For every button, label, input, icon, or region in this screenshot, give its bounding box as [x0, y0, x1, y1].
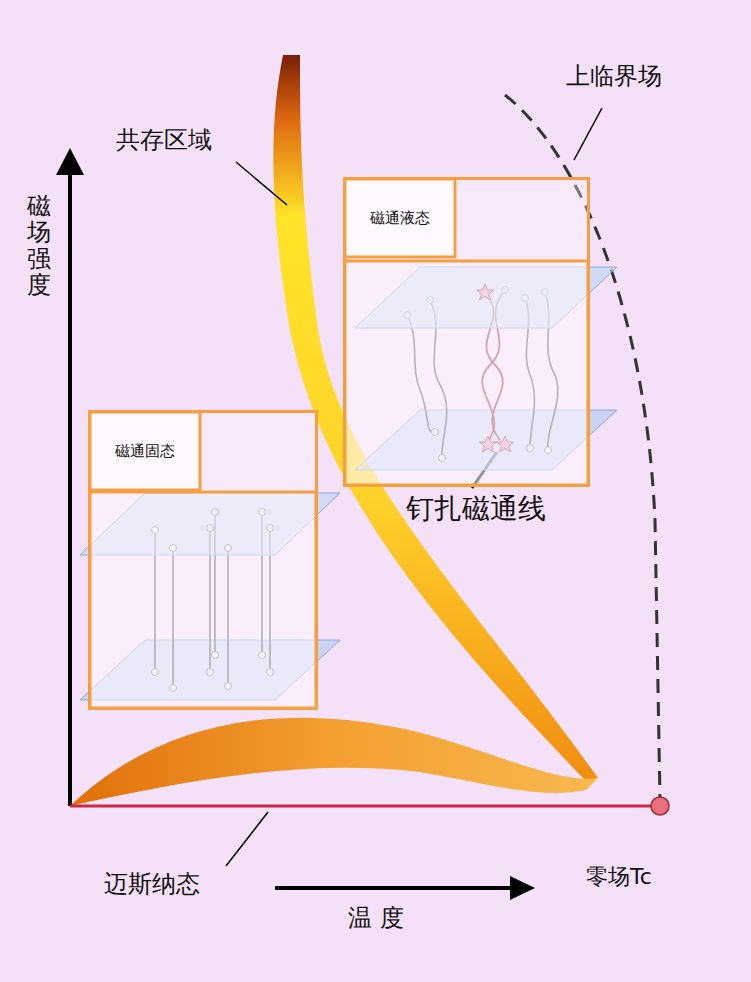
axis-title: 磁场强度 — [27, 193, 51, 299]
leader-line — [226, 812, 268, 866]
panel-outline — [90, 412, 317, 709]
coexistence-band — [273, 55, 598, 780]
panel-outline — [345, 179, 455, 257]
axis-title: 温 度 — [348, 902, 404, 934]
leader-line — [236, 162, 287, 205]
tc-dot — [651, 797, 669, 815]
temperature-arrow-head — [510, 876, 535, 900]
leader-line — [574, 108, 602, 160]
curve-label: 上临界场 — [566, 60, 662, 92]
coexistence-band-low — [70, 718, 598, 806]
field-axis — [68, 158, 72, 806]
panel-heading: 磁通固态 — [92, 414, 198, 488]
panel-outline — [345, 261, 588, 485]
panel-outline — [345, 179, 589, 486]
callout-label: 钉扎磁通线 — [406, 490, 546, 528]
temperature-arrow — [275, 886, 520, 890]
field-axis-head — [56, 148, 84, 175]
panel-outline — [90, 412, 200, 490]
panel-heading: 磁通液态 — [347, 181, 453, 255]
region-label: 共存区域 — [116, 124, 212, 156]
point-label: 零场Tc — [586, 862, 652, 892]
phase-panel: 磁通固态 — [88, 410, 318, 710]
phase-panel: 磁通液态 — [343, 177, 590, 487]
state-label: 迈斯纳态 — [104, 868, 200, 900]
meissner-line — [70, 805, 660, 808]
panel-outline — [90, 492, 316, 708]
